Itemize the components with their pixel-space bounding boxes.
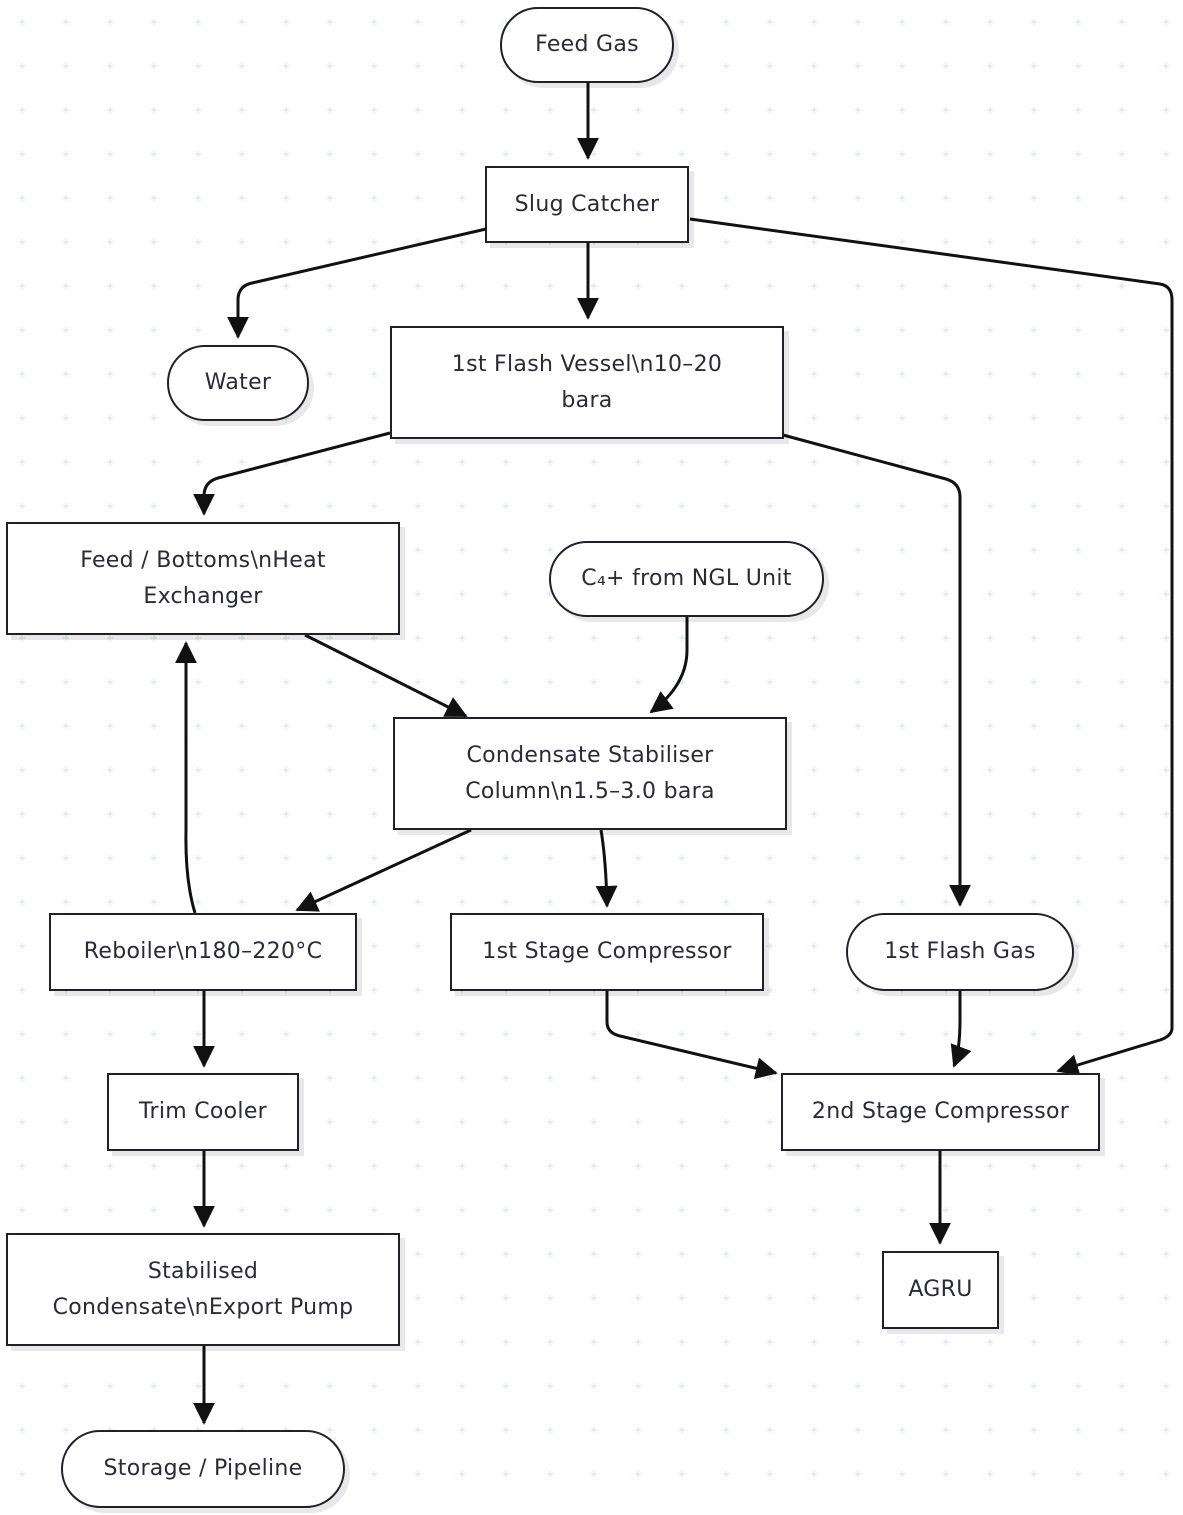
edge-slug-catcher-to-second-stage-compressor — [689, 217, 1174, 1076]
edge-first-flash-gas-to-second-stage-compressor — [950, 991, 972, 1068]
node-export-pump-label: Stabilised Condensate\nExport Pump — [52, 1259, 354, 1320]
node-first-stage-compressor-label: 1st Stage Compressor — [482, 939, 732, 965]
node-first-stage-compressor: 1st Stage Compressor — [450, 913, 764, 991]
edge-feed-bottoms-hx-to-stabiliser-column — [304, 633, 468, 718]
node-stabiliser-column: Condensate Stabiliser Column\n1.5–3.0 ba… — [393, 717, 787, 830]
node-first-flash-gas-label: 1st Flash Gas — [884, 939, 1036, 965]
node-first-flash-gas: 1st Flash Gas — [846, 913, 1074, 991]
node-slug-catcher: Slug Catcher — [485, 166, 689, 243]
edge-slug-catcher-to-water — [227, 227, 487, 339]
node-export-pump: Stabilised Condensate\nExport Pump — [6, 1233, 400, 1346]
node-feed-gas-label: Feed Gas — [535, 32, 639, 58]
edge-first-stage-compressor-to-second-stage-compressor — [605, 991, 778, 1080]
node-agru-label: AGRU — [908, 1277, 973, 1303]
edge-c4-to-stabiliser-column — [649, 617, 689, 714]
edge-flash-vessel-to-first-flash-gas — [782, 433, 971, 907]
node-storage-pipeline: Storage / Pipeline — [61, 1430, 345, 1508]
node-trim-cooler: Trim Cooler — [107, 1073, 299, 1151]
node-water: Water — [167, 345, 309, 421]
node-second-stage-compressor: 2nd Stage Compressor — [781, 1073, 1100, 1151]
edge-reboiler-to-feed-bottoms-hx — [175, 641, 197, 914]
node-water-label: Water — [204, 370, 272, 396]
node-trim-cooler-label: Trim Cooler — [138, 1099, 268, 1125]
node-storage-pipeline-label: Storage / Pipeline — [103, 1456, 303, 1482]
node-c4-from-ngl: C₄+ from NGL Unit — [549, 541, 824, 617]
node-reboiler: Reboiler\n180–220°C — [49, 913, 357, 991]
node-flash-vessel: 1st Flash Vessel\n10–20 bara — [390, 326, 784, 439]
node-stabiliser-column-label: Condensate Stabiliser Column\n1.5–3.0 ba… — [465, 743, 715, 804]
edge-stabiliser-column-to-reboiler — [295, 828, 472, 912]
node-second-stage-compressor-label: 2nd Stage Compressor — [811, 1099, 1070, 1125]
node-flash-vessel-label: 1st Flash Vessel\n10–20 bara — [451, 352, 723, 413]
edge-flash-vessel-to-feed-bottoms-hx — [193, 431, 391, 516]
node-agru: AGRU — [882, 1251, 999, 1329]
node-c4-from-ngl-label: C₄+ from NGL Unit — [581, 566, 792, 592]
node-slug-catcher-label: Slug Catcher — [514, 191, 660, 217]
node-reboiler-label: Reboiler\n180–220°C — [83, 939, 323, 965]
node-feed-bottoms-hx-label: Feed / Bottoms\nHeat Exchanger — [80, 548, 326, 609]
edge-stabiliser-column-to-first-stage-compressor — [595, 829, 618, 908]
node-feed-gas: Feed Gas — [500, 7, 674, 83]
node-feed-bottoms-hx: Feed / Bottoms\nHeat Exchanger — [6, 522, 400, 635]
